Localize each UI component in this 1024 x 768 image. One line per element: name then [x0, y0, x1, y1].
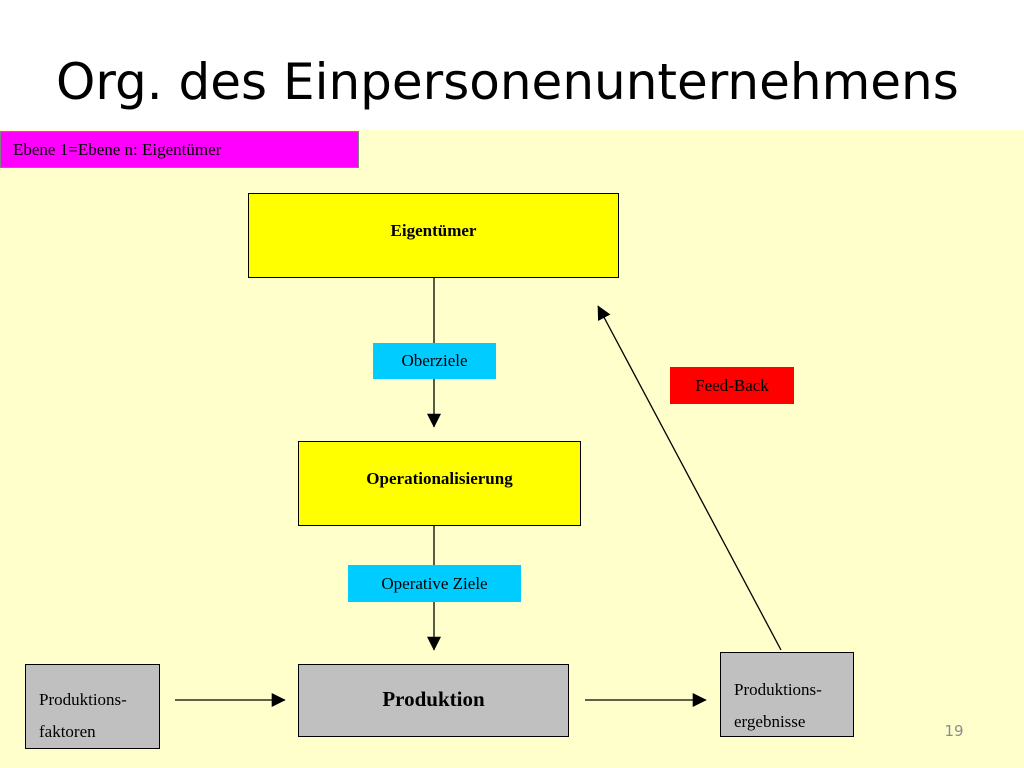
slide-title: Org. des Einpersonenunternehmens	[56, 53, 959, 111]
node-produktionsergebnisse-line-2: ergebnisse	[734, 712, 806, 731]
node-produktionsergebnisse-line-1: Produktions-	[734, 680, 822, 699]
node-owner-label: Eigentümer	[390, 221, 477, 240]
slide-number: 19	[944, 722, 964, 740]
label-operative-ziele: Operative Ziele	[348, 565, 521, 602]
label-feedback: Feed-Back	[670, 367, 794, 404]
label-oberziele: Oberziele	[373, 343, 496, 379]
node-owner: Eigentümer	[248, 193, 619, 278]
level-tag: Ebene 1=Ebene n: Eigentümer	[0, 131, 359, 168]
node-produktionsfaktoren-line-1: Produktions-	[39, 690, 127, 709]
node-operationalisierung: Operationalisierung	[298, 441, 581, 526]
node-produktion-label: Produktion	[382, 687, 485, 711]
arrow-feedback	[597, 305, 782, 651]
node-operationalisierung-label: Operationalisierung	[366, 469, 513, 488]
node-produktionsfaktoren: Produktions- faktoren	[25, 664, 160, 749]
node-produktionsergebnisse: Produktions- ergebnisse	[720, 652, 854, 737]
node-produktionsfaktoren-line-2: faktoren	[39, 722, 96, 741]
node-produktion: Produktion	[298, 664, 569, 737]
